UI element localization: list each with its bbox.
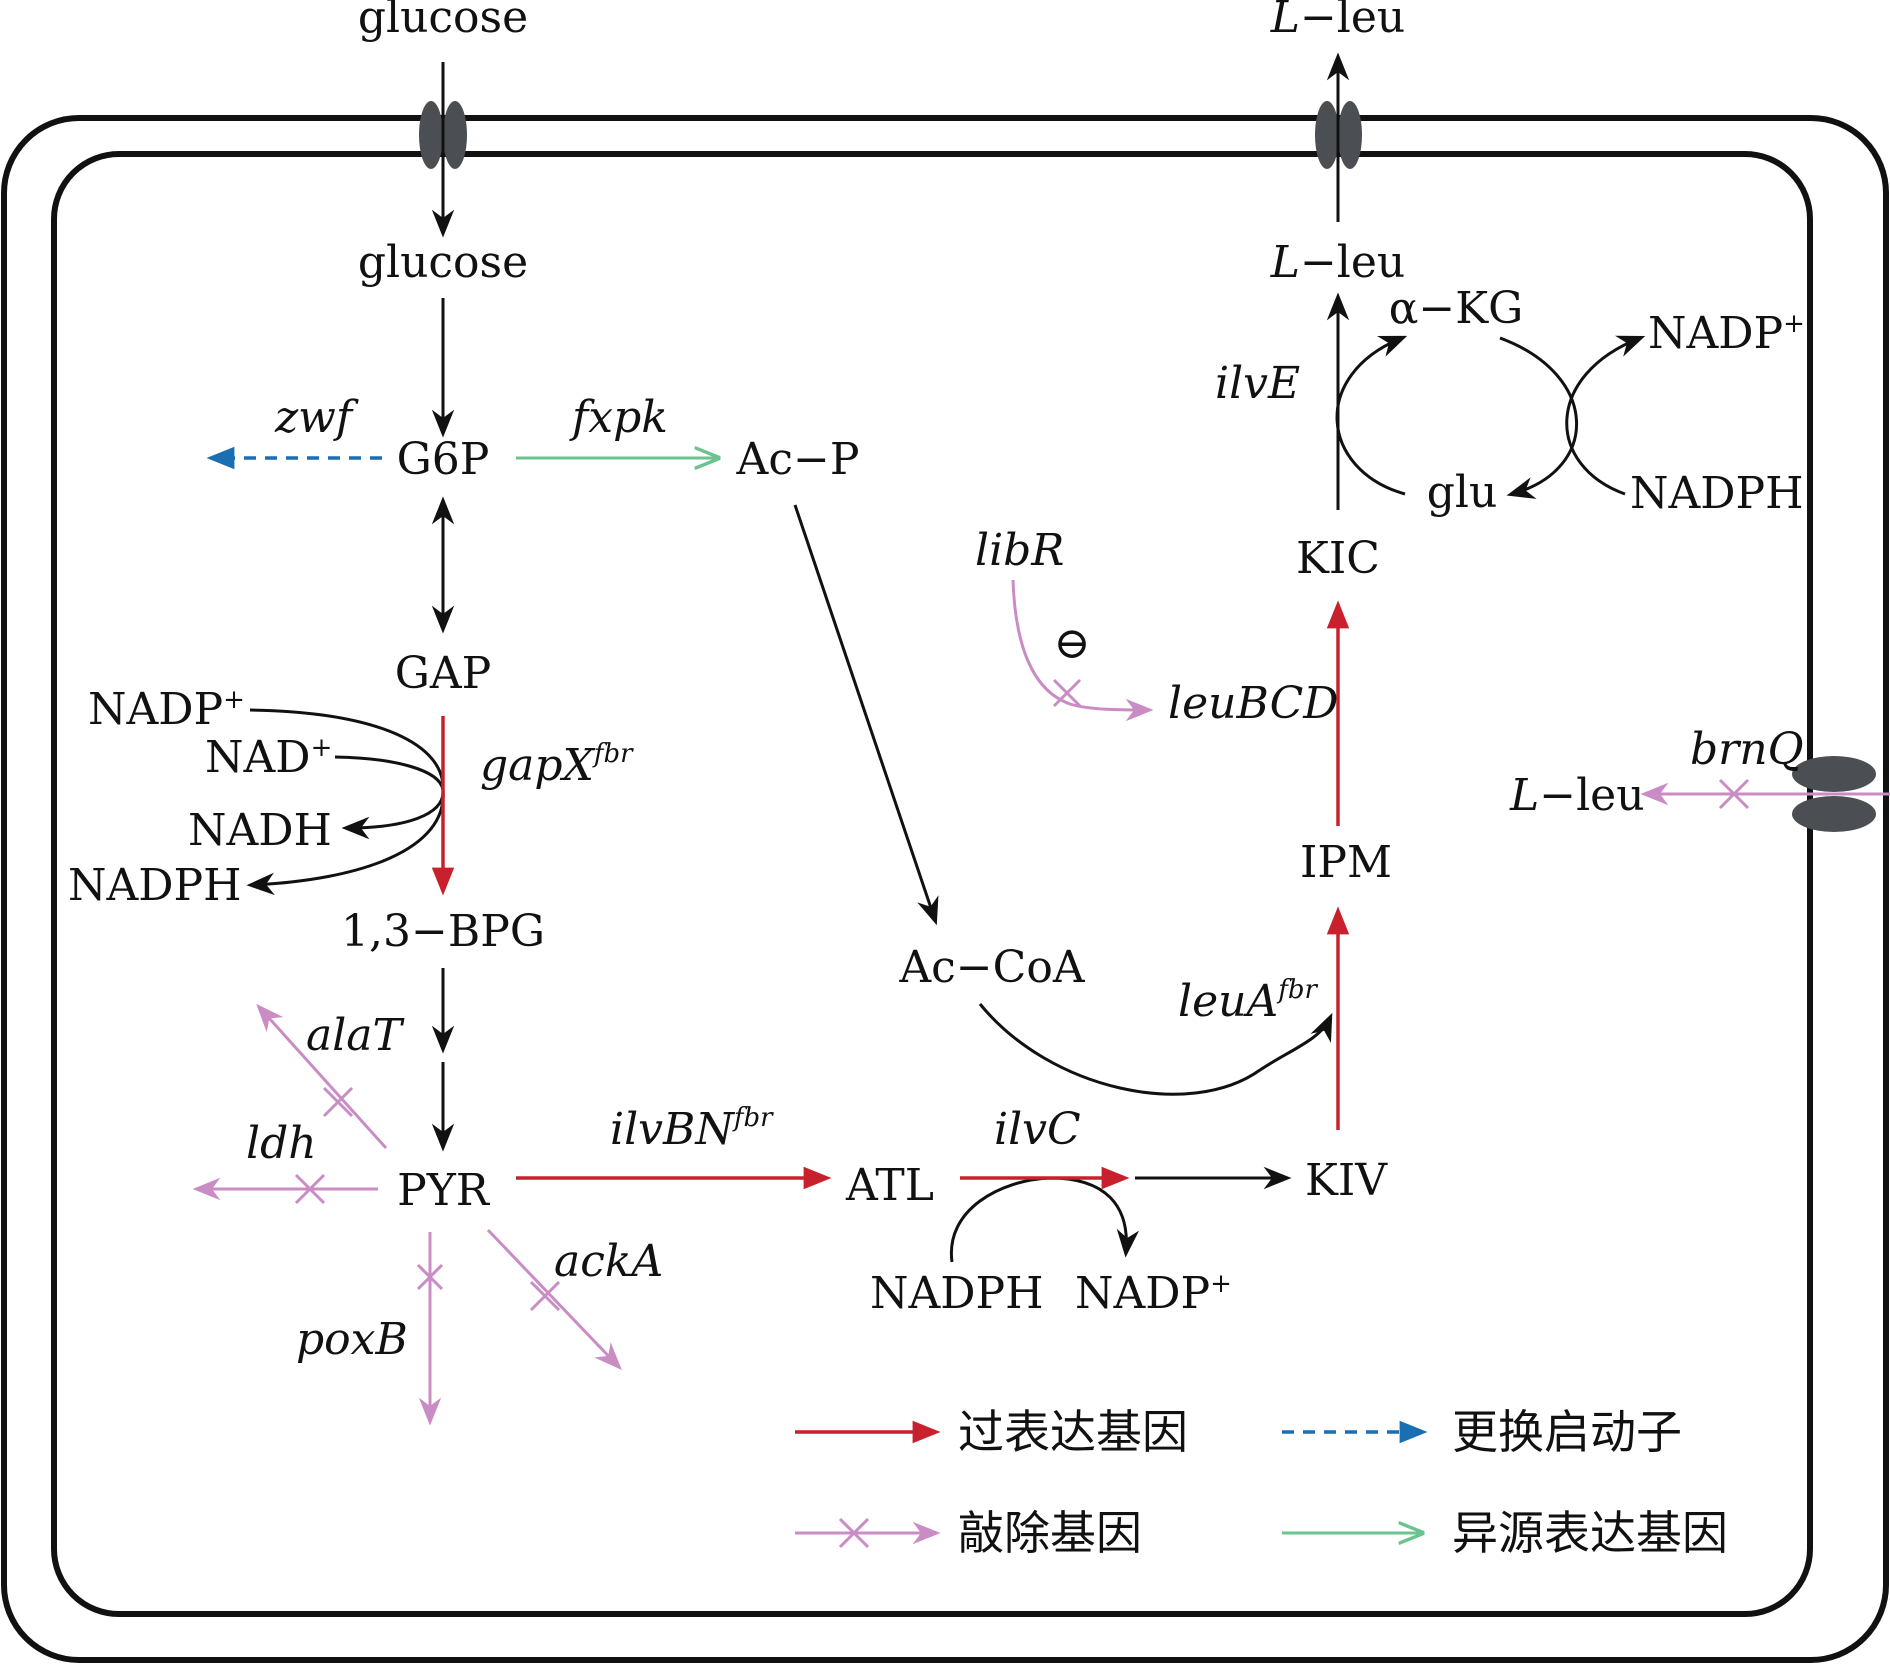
gene-leua-fbr: leuAfbr xyxy=(1178,975,1319,1027)
superscript-plus: + xyxy=(311,733,333,763)
cofactor-gap-nadh: NADH xyxy=(188,805,332,856)
knockout-mark-brnq xyxy=(1718,778,1750,810)
cofactor-gap-nadph: NADPH xyxy=(68,860,242,911)
cofactor-ilvc-nadp-plus: NADP+ xyxy=(1075,1268,1232,1319)
legend-label-knockout: 敲除基因 xyxy=(958,1506,1142,1560)
gene-brnq: brnQ xyxy=(1690,724,1804,775)
label-glucose-intracellular: glucose xyxy=(358,237,528,288)
leucine-export-transporter xyxy=(1315,101,1362,169)
label-ac-p: Ac−P xyxy=(736,434,860,485)
gene-zwf: zwf xyxy=(274,392,359,443)
knockout-mark-ldh xyxy=(294,1173,326,1205)
label-atl: ATL xyxy=(845,1160,934,1211)
cofactor-text: NADP xyxy=(88,684,223,735)
label-ipm: IPM xyxy=(1300,837,1392,888)
superscript-plus: + xyxy=(223,685,245,715)
knockout-mark-alat xyxy=(322,1086,354,1118)
arrow-acka xyxy=(486,1228,622,1371)
label-g6p: G6P xyxy=(397,434,490,485)
gene-libr: libR xyxy=(975,525,1064,576)
cofactor-curve-ilvc xyxy=(949,1176,1140,1263)
label-pyr: PYR xyxy=(397,1165,491,1216)
superscript-fbr: fbr xyxy=(732,1103,774,1133)
cofactor-ilve-nadph: NADPH xyxy=(1630,468,1804,519)
knockout-mark-libr xyxy=(1052,678,1082,708)
knockout-mark-acka xyxy=(529,1280,561,1312)
gene-ilvc: ilvC xyxy=(994,1104,1081,1155)
cofactor-ilve-nadp-plus: NADP+ xyxy=(1648,308,1805,359)
label-glucose-extracellular: glucose xyxy=(358,0,528,43)
cofactor-text: NADP xyxy=(1648,308,1783,359)
label-1-3-bpg: 1,3−BPG xyxy=(341,906,545,957)
label-gap: GAP xyxy=(395,648,492,699)
l-prefix: L xyxy=(1270,237,1300,288)
gene-ilve: ilvE xyxy=(1215,358,1300,409)
gene-gapx-fbr: gapXfbr xyxy=(480,739,634,791)
cofactor-text: NADP xyxy=(1075,1268,1210,1319)
gene-fxpk: fxpk xyxy=(569,392,668,443)
cofactor-curve-ilve-nadph xyxy=(1565,335,1646,496)
gene-ilvbn-fbr: ilvBNfbr xyxy=(610,1103,774,1155)
label-ac-coa: Ac−CoA xyxy=(898,942,1085,993)
gene-alat: alaT xyxy=(306,1010,406,1061)
superscript-fbr: fbr xyxy=(592,739,634,769)
gene-text: gapX xyxy=(480,740,596,791)
inner-membrane xyxy=(51,151,1813,1617)
gene-ldh: ldh xyxy=(246,1118,317,1169)
cofactor-curve-nadph-out xyxy=(246,789,445,896)
l-prefix: L xyxy=(1509,770,1539,821)
cofactor-curve-ilve-right xyxy=(1499,336,1578,499)
label-l-leu-intracellular: L−leu xyxy=(1270,237,1406,288)
gene-acka: ackA xyxy=(554,1236,663,1287)
label-kic: KIC xyxy=(1296,533,1380,584)
legend-label-overexpressed: 过表达基因 xyxy=(958,1405,1188,1459)
legend-label-promoter-swap: 更换启动子 xyxy=(1452,1405,1682,1459)
cofactor-ilvc-nadph: NADPH xyxy=(870,1268,1044,1319)
leu-suffix: −leu xyxy=(1300,237,1405,288)
cofactor-curve-nadp-in xyxy=(249,708,445,791)
cofactor-gap-nadp-plus: NADP+ xyxy=(88,684,245,735)
knockout-mark-poxb xyxy=(416,1263,444,1291)
legend-knockout-cross xyxy=(838,1517,870,1549)
legend: 过表达基因 更换启动子 敲除基因 异源表达基因 xyxy=(795,1405,1728,1560)
gene-leubcd: leuBCD xyxy=(1168,678,1339,729)
superscript-fbr: fbr xyxy=(1276,975,1318,1005)
arrow-acp-to-accoa xyxy=(793,504,939,926)
cofactor-curve-nad-in xyxy=(334,755,445,791)
label-kiv: KIV xyxy=(1305,1155,1388,1206)
legend-label-heterologous: 异源表达基因 xyxy=(1452,1506,1728,1560)
cofactor-curve-nadh-out xyxy=(341,789,445,840)
cofactor-gap-nad-plus: NAD+ xyxy=(205,732,332,783)
outer-membrane xyxy=(1,115,1889,1663)
arrow-accoa-to-leua xyxy=(978,1003,1333,1096)
label-l-leu-extracellular: L−leu xyxy=(1270,0,1406,43)
cofactor-text: NAD xyxy=(205,732,311,783)
l-prefix: L xyxy=(1270,0,1300,43)
arrow-alat xyxy=(256,1003,388,1150)
leu-suffix: −leu xyxy=(1539,770,1644,821)
gene-text: leuA xyxy=(1178,976,1278,1027)
glucose-transporter xyxy=(419,101,467,169)
label-l-leu-side: L−leu xyxy=(1509,770,1645,821)
cofactor-curve-ilve-left xyxy=(1335,335,1408,496)
superscript-plus: + xyxy=(1210,1269,1232,1299)
gene-poxb: poxB xyxy=(296,1314,408,1365)
brnq-transporter xyxy=(1792,756,1876,832)
label-glu: glu xyxy=(1427,467,1498,518)
repression-symbol: ⊖ xyxy=(1054,618,1091,669)
gene-text: ilvBN xyxy=(610,1104,735,1155)
label-alpha-kg: α−KG xyxy=(1389,283,1524,334)
superscript-plus: + xyxy=(1783,309,1805,339)
leu-suffix: −leu xyxy=(1300,0,1405,43)
